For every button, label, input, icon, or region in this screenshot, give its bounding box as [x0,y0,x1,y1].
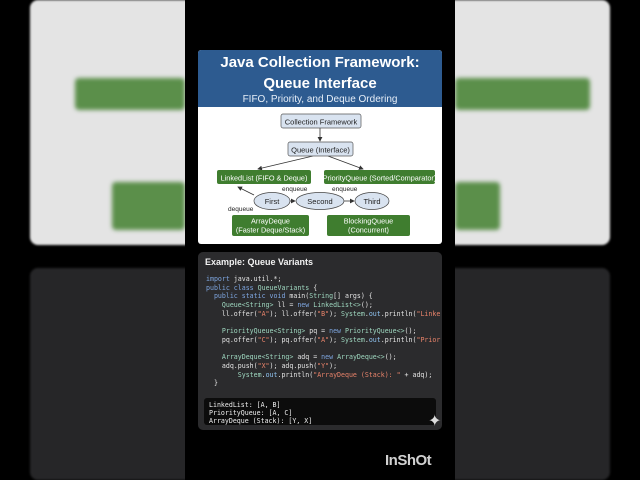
node-third: Third [354,192,390,210]
node-root: Collection Framework [280,113,362,129]
code-title: Example: Queue Variants [205,257,314,267]
code-block: import java.util.*; public class QueueVa… [206,275,441,388]
watermark-logo: InShOt [385,452,432,469]
node-second: Second [295,192,345,210]
queue-diagram: Collection Framework Queue (Interface) L… [217,113,437,236]
svg-text:(Faster Deque/Stack): (Faster Deque/Stack) [236,226,305,235]
svg-text:Third: Third [363,197,380,206]
svg-text:(Concurrent): (Concurrent) [348,226,389,235]
code-panel: Example: Queue Variants import java.util… [198,252,442,430]
svg-text:LinkedList (FIFO & Deque): LinkedList (FIFO & Deque) [221,174,308,183]
background-green-box [455,182,500,230]
arrow-queue-linkedlist [257,155,314,171]
arrow-queue-priority [327,155,364,170]
node-first: First [253,192,291,210]
background-green-box [112,182,185,230]
svg-text:Collection Framework: Collection Framework [285,118,358,127]
arrow-dequeue [237,186,255,196]
node-queue: Queue (Interface) [287,141,354,157]
svg-text:ArrayDeque: ArrayDeque [251,217,290,226]
output-line: ArrayDeque (Stack): [Y, X] [209,417,313,425]
sparkle-icon: ✦ [428,413,442,430]
output-line: LinkedList: [A, B] [209,401,281,409]
node-blockingqueue: BlockingQueue(Concurrent) [327,215,410,236]
console-output: LinkedList: [A, B] PriorityQueue: [A, C]… [204,398,436,425]
label-enqueue: enqueue [282,186,308,193]
title-line-2: Queue Interface [263,75,377,92]
output-line: PriorityQueue: [A, C] [209,409,293,417]
svg-text:Second: Second [307,197,332,206]
svg-text:Queue (Interface): Queue (Interface) [291,146,350,155]
title-line-1: Java Collection Framework: [220,54,420,71]
node-linkedlist: LinkedList (FIFO & Deque) [217,170,311,184]
svg-text:BlockingQueue: BlockingQueue [344,217,394,226]
subtitle: FIFO, Priority, and Deque Ordering [242,94,398,105]
background-green-box [75,78,185,110]
svg-text:PriorityQueue (Sorted/Comparat: PriorityQueue (Sorted/Comparator) [323,174,437,183]
node-priorityqueue: PriorityQueue (Sorted/Comparator) [323,170,437,184]
node-arraydeque: ArrayDeque(Faster Deque/Stack) [232,215,309,236]
diagram-header: Java Collection Framework: Queue Interfa… [198,50,442,107]
diagram-card: Java Collection Framework: Queue Interfa… [198,50,442,244]
svg-text:First: First [265,197,280,206]
label-enqueue: enqueue [332,186,358,193]
label-dequeue: dequeue [228,206,254,213]
background-green-box [455,78,590,110]
